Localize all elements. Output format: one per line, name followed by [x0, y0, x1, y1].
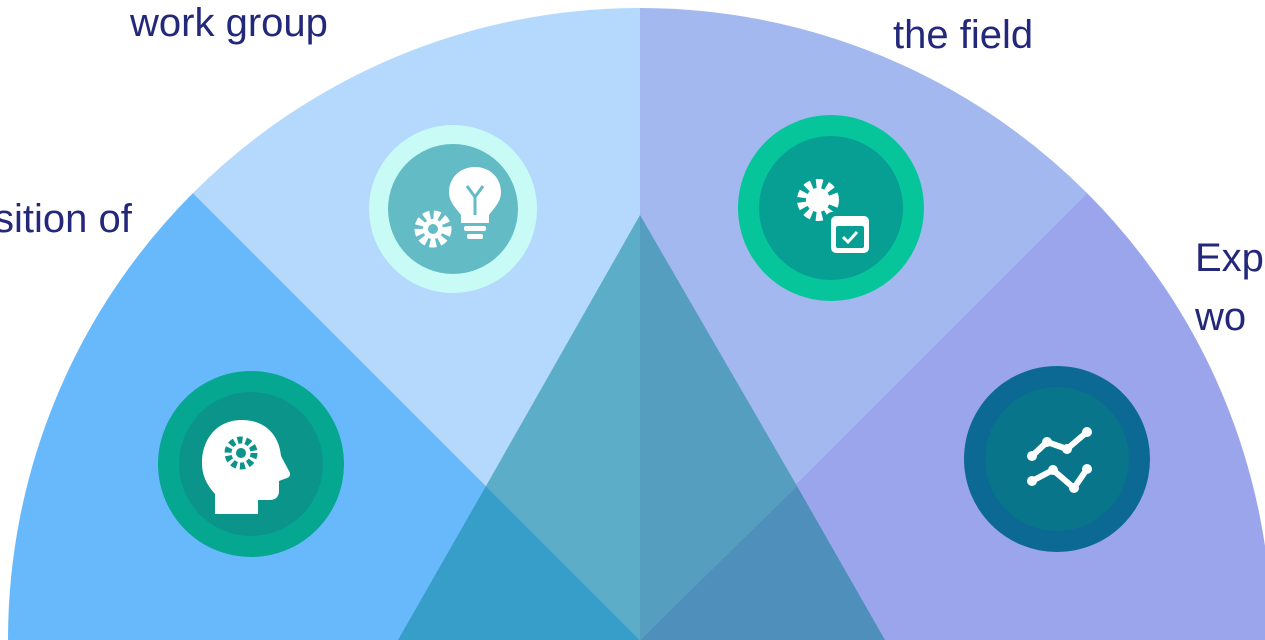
center-triangle-bottom-right	[640, 486, 885, 640]
center-triangle-bottom-left	[398, 486, 640, 640]
center-triangle-top-left	[486, 215, 640, 640]
trend-lines-icon	[964, 366, 1150, 552]
center-triangle-top-right	[640, 215, 797, 640]
gears-lightbulb-icon	[369, 125, 537, 293]
segment-2-label: work group	[130, 1, 328, 45]
segment-3-label: the field	[893, 13, 1034, 57]
head-gear-icon	[158, 371, 344, 557]
segment-1-label: sition of	[0, 197, 132, 241]
segment-4-label-line1: Exp	[1195, 236, 1264, 280]
segment-4-label-line2: wo	[1195, 295, 1247, 339]
gear-checklist-icon	[738, 115, 924, 301]
